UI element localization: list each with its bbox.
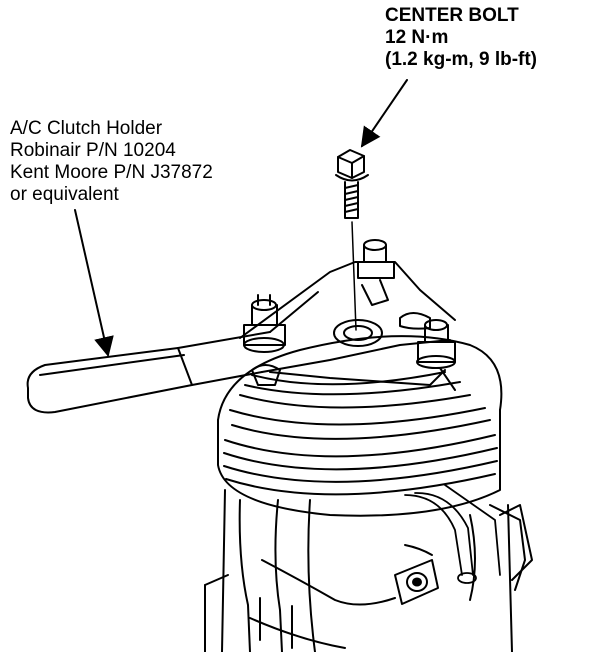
center-bolt-torque-nm: 12 N·m <box>385 27 449 48</box>
clutch-pulley <box>217 335 503 517</box>
center-bolt-callout: CENTER BOLT 12 N·m (1.2 kg-m, 9 lb-ft) <box>385 5 537 71</box>
clutch-holder-kent-moore-pn: Kent Moore P/N J37872 <box>10 162 213 183</box>
center-bolt-leader-arrow <box>360 79 408 148</box>
holder-pin-lower <box>251 364 281 386</box>
center-bolt-torque-alt: (1.2 kg-m, 9 lb-ft) <box>385 49 538 70</box>
center-bolt <box>335 149 369 331</box>
clutch-holder-leader-arrow <box>74 209 114 357</box>
compressor-body <box>204 489 533 652</box>
holder-pin-right <box>416 319 456 391</box>
clutch-holder-equivalent-note: or equivalent <box>10 184 119 205</box>
wire-harness <box>404 484 501 584</box>
clutch-holder-robinair-pn: Robinair P/N 10204 <box>10 140 176 161</box>
clutch-holder-name: A/C Clutch Holder <box>10 118 163 139</box>
holder-pin-top <box>357 239 395 306</box>
clutch-holder-callout: A/C Clutch Holder Robinair P/N 10204 Ken… <box>10 118 213 206</box>
holder-pin-left <box>243 294 286 353</box>
center-bolt-title: CENTER BOLT <box>385 5 519 26</box>
